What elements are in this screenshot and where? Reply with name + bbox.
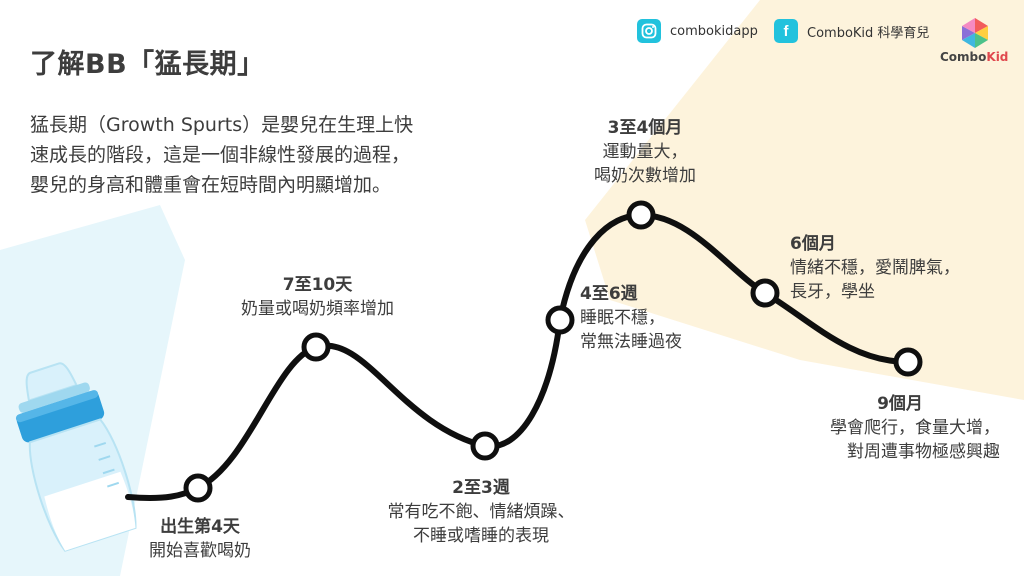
stage-description: 奶量或喝奶頻率增加: [241, 299, 394, 319]
timeline-node-birth-day4: [183, 473, 213, 503]
stage-2-3-weeks: 2至3週 常有吃不飽、情緒煩躁、 不睡或嗜睡的表現: [356, 476, 606, 548]
timeline-node-7-10-days: [301, 332, 331, 362]
instagram-link[interactable]: combokidapp: [637, 18, 758, 44]
stage-7-10-days: 7至10天 奶量或喝奶頻率增加: [200, 273, 435, 321]
stage-description: 不睡或嗜睡的表現: [413, 526, 549, 546]
stage-heading: 2至3週: [452, 478, 510, 498]
timeline-node-4-6-weeks: [545, 305, 575, 335]
stage-description: 開始喜歡喝奶: [149, 541, 251, 561]
stage-4-6-weeks: 4至6週 睡眠不穩， 常無法睡過夜: [580, 282, 740, 354]
stage-description: 運動量大，: [602, 142, 688, 162]
stage-description: 睡眠不穩，: [580, 308, 665, 328]
stage-description: 喝奶次數增加: [594, 166, 696, 186]
timeline-node-6-months: [750, 278, 780, 308]
facebook-icon: f: [774, 19, 798, 43]
intro-line: 嬰兒的身高和體重會在短時間內明顯增加。: [30, 174, 392, 196]
intro-paragraph: 猛長期（Growth Spurts）是嬰兒在生理上快 速成長的階段，這是一個非線…: [30, 110, 490, 200]
baby-bottle-icon: [15, 362, 137, 552]
stage-6-months: 6個月 情緒不穩，愛鬧脾氣， 長牙，學坐: [790, 232, 1010, 304]
timeline-node-3-4-months: [626, 200, 656, 230]
intro-line: 速成長的階段，這是一個非線性發展的過程，: [30, 144, 411, 166]
stage-heading: 4至6週: [580, 284, 638, 304]
logo-text-kid: Kid: [986, 50, 1009, 64]
stage-description: 常無法睡過夜: [580, 332, 682, 352]
combokid-logo-icon: [962, 18, 988, 48]
instagram-icon: [637, 19, 661, 43]
curve-line: [125, 211, 911, 501]
stage-description: 學會爬行，食量大增，: [830, 418, 1000, 438]
stage-description: 對周遭事物極感興趣: [847, 442, 1000, 462]
page-title: 了解BB「猛長期」: [30, 49, 265, 80]
stage-heading: 7至10天: [282, 275, 353, 295]
stage-heading: 9個月: [877, 394, 923, 414]
stage-heading: 出生第4天: [160, 517, 240, 537]
stage-description: 情緒不穩，愛鬧脾氣，: [790, 258, 960, 278]
yellow-blob: [585, 0, 1024, 400]
facebook-link[interactable]: f ComboKid 科學育兒: [774, 18, 929, 44]
timeline-node-2-3-weeks: [470, 431, 500, 461]
stage-heading: 3至4個月: [607, 118, 683, 138]
stage-9-months: 9個月 學會爬行，食量大增， 對周遭事物極感興趣: [770, 392, 1000, 464]
stage-description: 常有吃不飽、情緒煩躁、: [387, 502, 575, 522]
instagram-handle: combokidapp: [670, 23, 758, 39]
stage-description: 長牙，學坐: [790, 282, 875, 302]
intro-line: 猛長期（Growth Spurts）是嬰兒在生理上快: [30, 114, 414, 136]
combokid-logo-text: ComboKid: [940, 50, 1008, 64]
stage-heading: 6個月: [790, 234, 836, 254]
facebook-page-name: ComboKid 科學育兒: [807, 25, 930, 41]
stage-birth-day4: 出生第4天 開始喜歡喝奶: [140, 515, 260, 563]
timeline-node-9-months: [893, 347, 923, 377]
stage-3-4-months: 3至4個月 運動量大， 喝奶次數增加: [575, 116, 715, 188]
logo-text-combo: Combo: [940, 50, 987, 64]
